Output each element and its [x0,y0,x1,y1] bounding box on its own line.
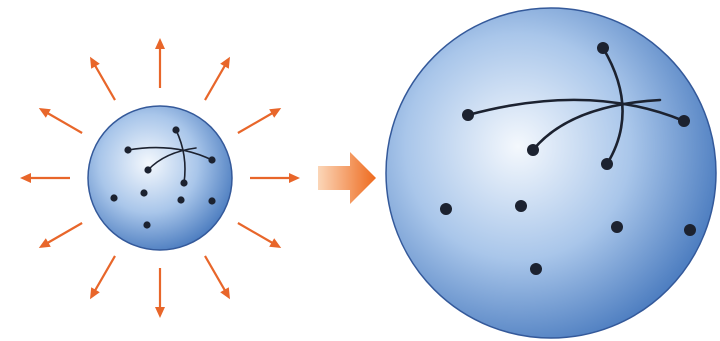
large-universe-sphere [386,8,716,338]
galaxy-dot [601,158,613,170]
outward-arrow-icon [39,223,82,248]
galaxy-dot [684,224,696,236]
galaxy-dot [172,126,179,133]
galaxy-dot [440,203,452,215]
arrow-head [20,173,31,183]
arrow-head [155,307,165,318]
arrow-shaft [238,223,274,244]
arrow-shaft [46,223,82,244]
galaxy-dot [144,166,151,173]
galaxy-dot [143,221,150,228]
large-universe [386,8,716,338]
outward-arrow-icon [155,268,165,318]
arrow-shaft [46,112,82,133]
galaxy-dot [208,197,215,204]
arrow-head [155,38,165,49]
small-universe [88,106,232,250]
outward-arrow-icon [39,108,82,133]
arrow-shaft [205,256,226,292]
galaxy-dot [177,196,184,203]
galaxy-dot [180,179,187,186]
outward-arrow-icon [205,256,230,299]
outward-arrow-icon [90,256,115,299]
galaxy-dot [140,189,147,196]
galaxy-dot [462,109,474,121]
arrow-shaft [94,64,115,100]
outward-arrow-icon [238,223,281,248]
galaxy-dot [208,156,215,163]
outward-arrow-icon [20,173,70,183]
galaxy-dot [124,146,131,153]
outward-arrow-icon [250,173,300,183]
galaxy-dot [611,221,623,233]
transition-arrow-group [318,152,376,204]
galaxy-dot [530,263,542,275]
outward-arrow-icon [90,57,115,100]
outward-arrow-icon [238,108,281,133]
arrow-shaft [205,64,226,100]
galaxy-dot [527,144,539,156]
galaxy-dot [597,42,609,54]
arrow-head [289,173,300,183]
arrow-shaft [238,112,274,133]
galaxy-dot [678,115,690,127]
galaxy-dot [515,200,527,212]
small-universe-sphere [88,106,232,250]
outward-arrow-icon [155,38,165,88]
galaxy-dot [110,194,117,201]
arrow-shaft [94,256,115,292]
right-arrow-icon [318,152,376,204]
outward-arrow-icon [205,57,230,100]
